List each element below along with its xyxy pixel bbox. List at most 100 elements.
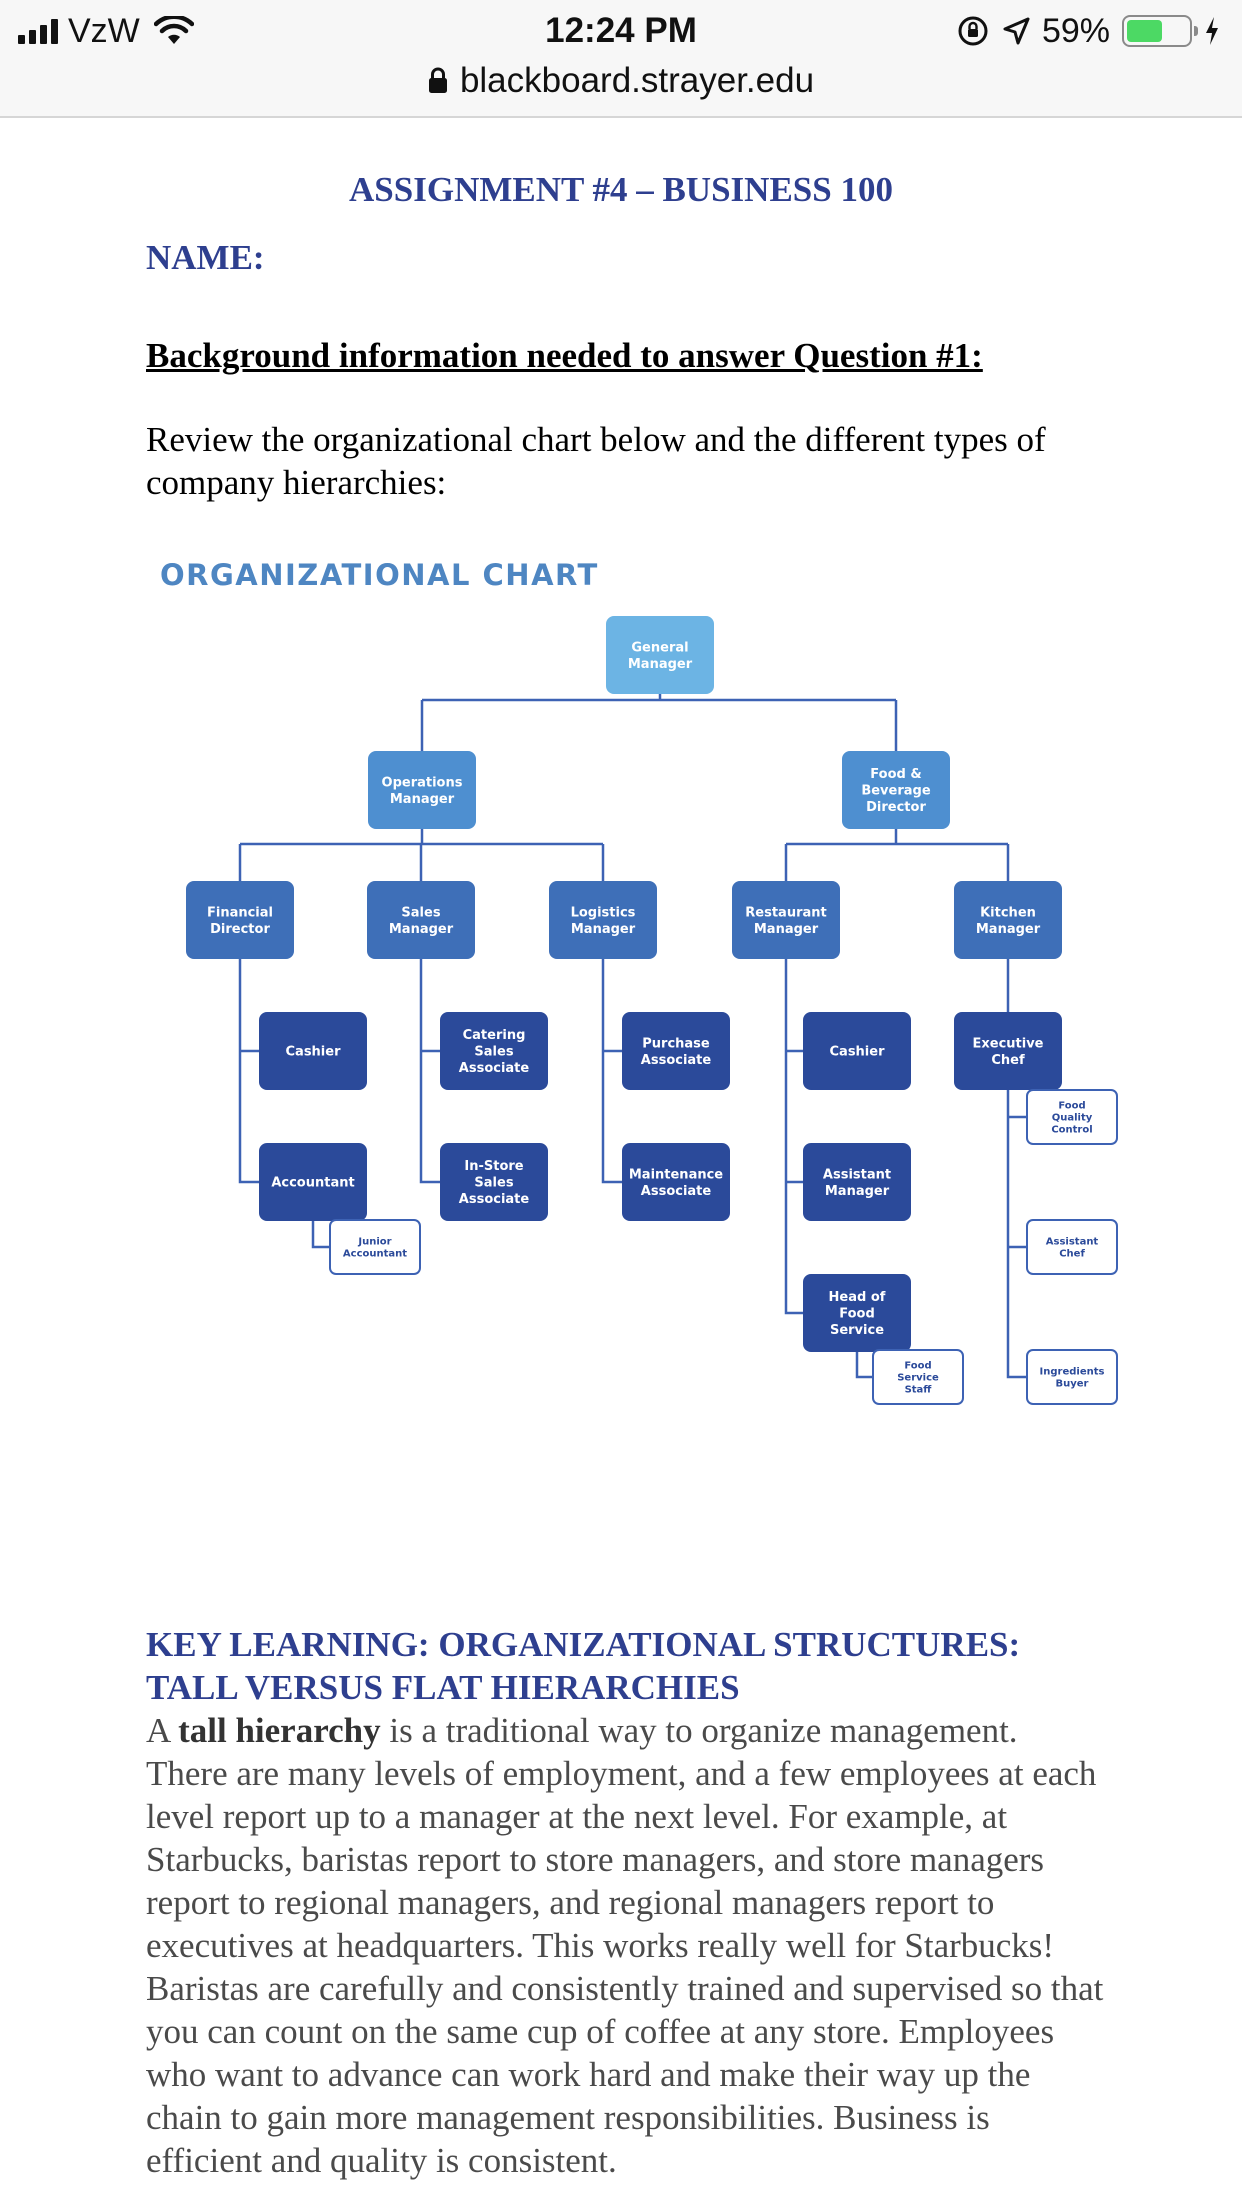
org-connector xyxy=(855,1352,873,1379)
org-connector xyxy=(238,959,259,1184)
org-node-box xyxy=(954,1012,1062,1090)
org-node-box xyxy=(954,881,1062,959)
key-learning-heading: KEY LEARNING: ORGANIZATIONAL STRUCTURES:… xyxy=(146,1625,1021,1707)
carrier-name: VzW xyxy=(68,11,140,50)
tall-hierarchy-term: tall hierarchy xyxy=(178,1711,381,1750)
key-body-text: is a traditional way to organize managem… xyxy=(146,1711,1104,2180)
org-node-cashier-rest: Cashier xyxy=(803,1012,911,1090)
org-node-box xyxy=(803,1274,911,1352)
org-node-box xyxy=(622,1143,730,1221)
name-label: NAME: xyxy=(146,238,265,277)
org-node-box xyxy=(606,616,714,694)
orientation-lock-icon xyxy=(958,16,988,46)
charging-bolt-icon xyxy=(1206,17,1218,45)
org-connector xyxy=(784,959,803,1315)
org-node-box xyxy=(440,1143,548,1221)
chart-title: ORGANIZATIONAL CHART xyxy=(160,558,599,592)
org-node-box xyxy=(259,1143,367,1221)
battery-icon xyxy=(1122,15,1198,47)
org-node-label: Cashier xyxy=(830,1045,886,1060)
wifi-icon xyxy=(153,16,194,44)
ios-status-and-url-bar: VzW 12:24 PM 59% blackboard.strayer.edu xyxy=(0,0,1242,118)
org-node-label: Cashier xyxy=(286,1045,342,1060)
org-connector xyxy=(311,1221,330,1249)
org-node-box xyxy=(186,881,294,959)
org-node-box xyxy=(803,1143,911,1221)
org-node-box xyxy=(842,751,950,829)
url-text[interactable]: blackboard.strayer.edu xyxy=(459,61,815,100)
org-node-accountant: Accountant xyxy=(259,1143,367,1221)
org-node-box xyxy=(440,1012,548,1090)
org-node-box xyxy=(1026,1349,1118,1405)
org-node-box xyxy=(549,881,657,959)
status-time: 12:24 PM xyxy=(545,11,697,50)
key-learning-body: A tall hierarchy is a traditional way to… xyxy=(146,1709,1106,2182)
org-node-box xyxy=(329,1219,421,1275)
org-node-box xyxy=(1026,1219,1118,1275)
org-node-label: Accountant xyxy=(271,1176,354,1191)
key-body-prefix: A xyxy=(146,1711,179,1750)
org-node-box xyxy=(803,1012,911,1090)
review-instructions: Review the organizational chart below an… xyxy=(146,420,1046,502)
org-node-cashier-fin: Cashier xyxy=(259,1012,367,1090)
org-node-box xyxy=(259,1012,367,1090)
status-left: VzW xyxy=(18,8,194,54)
org-connector xyxy=(419,959,440,1184)
org-node-box xyxy=(367,881,475,959)
org-node-box xyxy=(368,751,476,829)
address-bar[interactable]: blackboard.strayer.edu xyxy=(0,58,1242,104)
background-heading: Background information needed to answer … xyxy=(146,336,983,375)
status-right: 59% xyxy=(956,8,1220,54)
org-connector xyxy=(601,959,622,1184)
org-node-box xyxy=(732,881,840,959)
cellular-signal-icon xyxy=(18,18,58,44)
org-node-box xyxy=(872,1349,964,1405)
location-arrow-icon xyxy=(1003,17,1030,45)
org-node-box xyxy=(622,1012,730,1090)
assignment-title: ASSIGNMENT #4 – BUSINESS 100 xyxy=(349,170,893,209)
lock-icon xyxy=(428,67,447,93)
org-connector xyxy=(1006,1090,1027,1379)
